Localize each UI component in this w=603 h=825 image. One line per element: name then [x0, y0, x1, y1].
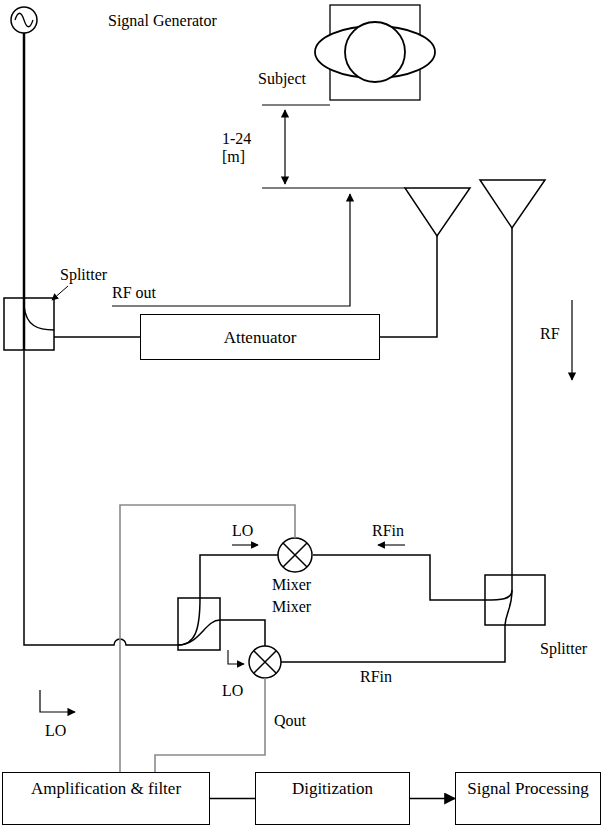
signal-label: Splitter — [60, 266, 107, 284]
signal-label: RF out — [112, 284, 156, 302]
antenna — [405, 180, 545, 236]
signal-label: LO — [232, 522, 253, 540]
leader-line — [52, 286, 68, 300]
box-label: Signal Processing — [461, 773, 594, 803]
signal-label: LO — [45, 722, 66, 740]
signal-label: Mixer — [272, 598, 311, 616]
box-label: Digitization — [286, 773, 379, 803]
subject-head — [315, 5, 435, 100]
connector — [210, 798, 255, 800]
signal-label: 1-24 [m] — [222, 130, 262, 167]
mixer-symbol — [249, 538, 312, 678]
process-box: Attenuator — [140, 314, 380, 360]
connector — [410, 798, 455, 800]
wire — [24, 228, 512, 645]
signal-arrow — [228, 545, 405, 664]
signal-arrow — [112, 194, 350, 306]
signal-generator — [11, 7, 37, 298]
signal-label: LO — [222, 682, 243, 700]
process-box: Amplification & filter — [2, 772, 210, 825]
process-box: Signal Processing — [455, 772, 601, 825]
output-wire — [120, 505, 295, 772]
distance-dimension — [262, 105, 405, 188]
signal-label: Qout — [274, 712, 306, 730]
box-label: Amplification & filter — [25, 773, 187, 803]
signal-label: Subject — [258, 70, 306, 88]
signal-label: Mixer — [272, 576, 311, 594]
signal-arrow — [40, 690, 75, 712]
splitter-symbol — [281, 555, 545, 662]
process-box: Digitization — [255, 772, 410, 825]
signal-label: Splitter — [540, 640, 587, 658]
signal-label: RFin — [372, 522, 404, 540]
signal-arrow — [571, 300, 572, 380]
splitter-symbol — [178, 555, 278, 650]
signal-label: Signal Generator — [108, 12, 217, 30]
signal-label: RFin — [360, 668, 392, 686]
splitter-symbol — [4, 298, 54, 350]
box-label: Attenuator — [218, 322, 303, 352]
signal-label: RF — [540, 325, 560, 343]
